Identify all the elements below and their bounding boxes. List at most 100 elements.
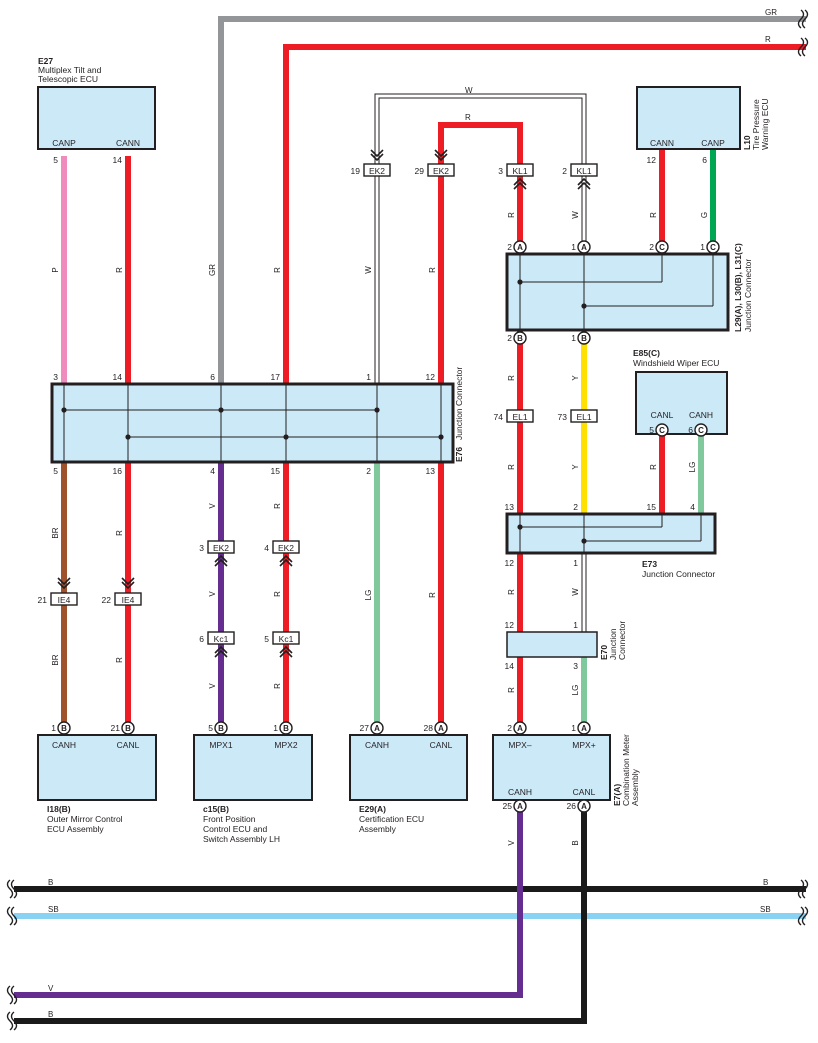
circle-letter: C	[659, 426, 665, 435]
connector-ek2: EK2	[433, 166, 449, 176]
wire-label: G	[700, 212, 709, 218]
e7-code: E7(A)	[612, 784, 622, 806]
connector-el1: EL1	[512, 412, 527, 422]
e85-terminal-canl: CANL	[651, 410, 674, 420]
e7-name-line2: Assembly	[630, 768, 640, 806]
circle-letter: C	[659, 243, 665, 252]
pin-label: 1	[366, 372, 371, 382]
e73-code: E73	[642, 559, 657, 569]
wire-r-ek2-kl1	[438, 122, 523, 384]
wire-label: R	[507, 212, 516, 218]
wire-label: V	[208, 683, 217, 689]
wire-label: SB	[48, 905, 59, 914]
wire-gr-top	[218, 16, 806, 384]
connector-ek2: EK2	[213, 543, 229, 553]
l10-terminal-cann: CANN	[650, 138, 674, 148]
circle-letter: A	[581, 243, 587, 252]
connector-ie4: IE4	[122, 595, 135, 605]
pin-label: 13	[426, 466, 436, 476]
c15-terminal-mpx2: MPX2	[274, 740, 297, 750]
l10-name-line1: Tire Pressure	[751, 99, 761, 150]
wire-label: R	[273, 683, 282, 689]
wire-label: W	[364, 266, 373, 274]
pin-label: 2	[573, 502, 578, 512]
pin-label: 21	[38, 595, 48, 605]
pin-label: 2	[507, 333, 512, 343]
pin-label: 6	[688, 425, 693, 435]
wire-b-e7	[14, 805, 587, 1024]
pin-label: 14	[113, 155, 123, 165]
junction-l29	[505, 252, 730, 332]
c15-name-line1: Front Position	[203, 814, 256, 824]
terminal-circles	[57, 240, 720, 813]
connector-kc1: Kc1	[279, 634, 294, 644]
pin-label: 3	[573, 661, 578, 671]
e27-code: E27	[38, 56, 53, 66]
e73-name: Junction Connector	[642, 569, 715, 579]
pin-label: 19	[351, 166, 361, 176]
break-marks	[6, 9, 809, 1031]
wire-label: B	[48, 878, 53, 887]
e70-name-line1: Junction	[608, 628, 618, 660]
pin-label: 21	[111, 723, 121, 733]
circle-letter: B	[283, 724, 289, 733]
e27-terminal-canp: CANP	[52, 138, 76, 148]
pin-label: 2	[507, 242, 512, 252]
pin-label: 3	[199, 543, 204, 553]
pin-label: 5	[208, 723, 213, 733]
c15-name-line3: Switch Assembly LH	[203, 834, 280, 844]
wire-label: W	[465, 86, 473, 95]
pin-label: 1	[571, 333, 576, 343]
wire-label: V	[208, 503, 217, 509]
connector-kl1: KL1	[512, 166, 527, 176]
e85-terminal-canh: CANH	[689, 410, 713, 420]
pin-label: 28	[424, 723, 434, 733]
wire-label: P	[51, 267, 60, 272]
wire-label: R	[273, 267, 282, 273]
e7-terminal-canl: CANL	[573, 787, 596, 797]
pin-label: 17	[271, 372, 281, 382]
wire-label: B	[763, 878, 768, 887]
wire-label: R	[649, 464, 658, 470]
wire-color-labels: P R GR R W R R W R G R Y R Y R LG R W R …	[51, 211, 709, 846]
wire-label: R	[428, 592, 437, 598]
wire-label: R	[428, 267, 437, 273]
wire-label: Y	[571, 464, 580, 470]
pin-label: 6	[210, 372, 215, 382]
circle-letter: A	[438, 724, 444, 733]
e29-terminal-canl: CANL	[430, 740, 453, 750]
wire-label: R	[507, 375, 516, 381]
wire-label: B	[571, 840, 580, 845]
wire-label: R	[115, 530, 124, 536]
e27-name-line2: Telescopic ECU	[38, 74, 98, 84]
circle-letter: A	[517, 724, 523, 733]
wire-label: R	[115, 267, 124, 273]
c15-code: c15(B)	[203, 804, 229, 814]
e70-code: E70	[599, 645, 609, 660]
e7-terminal-mpx-plus: MPX+	[572, 740, 595, 750]
junction-e73	[505, 512, 717, 555]
pin-label: 6	[199, 634, 204, 644]
e29-name-line1: Certification ECU	[359, 814, 424, 824]
wire-label: V	[507, 840, 516, 846]
pin-label: 15	[271, 466, 281, 476]
pin-label: 2	[507, 723, 512, 733]
wire-label: R	[273, 503, 282, 509]
pin-label: 5	[264, 634, 269, 644]
e70-name-line2: Connector	[617, 621, 627, 660]
wire-label: R	[507, 464, 516, 470]
circle-letter: B	[125, 724, 131, 733]
l29-code: L29(A), L30(B), L31(C)	[733, 243, 743, 332]
pin-label: 1	[273, 723, 278, 733]
e85-name: Windshield Wiper ECU	[633, 358, 719, 368]
pin-label: 2	[366, 466, 371, 476]
connector-kc1: Kc1	[214, 634, 229, 644]
pin-label: 4	[690, 502, 695, 512]
pin-label: 2	[649, 242, 654, 252]
junction-e76	[50, 382, 455, 464]
pin-label: 4	[264, 543, 269, 553]
i18-code: I18(B)	[47, 804, 71, 814]
wire-label: Y	[571, 375, 580, 381]
e7-terminal-mpx-minus: MPX–	[508, 740, 531, 750]
